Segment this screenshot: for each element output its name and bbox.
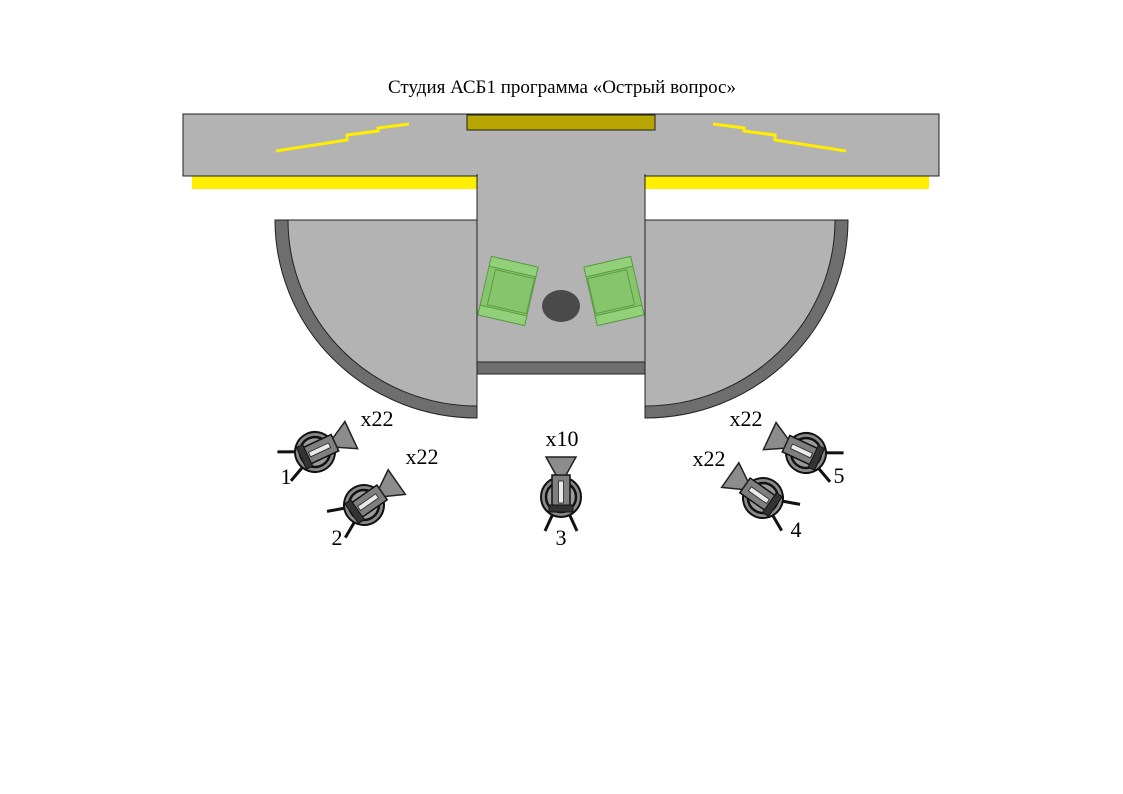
- camera-4-zoom: x22: [693, 446, 726, 471]
- coffee-table: [542, 290, 580, 322]
- camera-5-number: 5: [834, 463, 845, 488]
- podium-left: [287, 219, 478, 407]
- led-strip-left: [192, 176, 477, 189]
- camera-1-zoom: x22: [361, 406, 394, 431]
- video-screen: [466, 114, 656, 131]
- camera-2-number: 2: [332, 525, 343, 550]
- light-line-right: [712, 122, 847, 153]
- camera-3: 3 x10: [539, 426, 583, 550]
- armchair-right: [583, 255, 645, 327]
- diagram-title: Студия АСБ1 программа «Острый вопрос»: [388, 77, 736, 98]
- camera-3-icon: [539, 455, 583, 533]
- center-platform-edge: [476, 361, 646, 375]
- camera-4: 4 x22: [693, 446, 804, 542]
- camera-3-zoom: x10: [546, 426, 579, 451]
- camera-5-zoom: x22: [730, 406, 763, 431]
- podium-right: [644, 219, 836, 407]
- platform-joint: [478, 174, 644, 178]
- camera-2: 2 x22: [323, 444, 439, 550]
- camera-3-number: 3: [556, 525, 567, 550]
- camera-1: 1 x22: [274, 406, 394, 489]
- camera-2-zoom: x22: [406, 444, 439, 469]
- armchair-left: [477, 255, 539, 327]
- camera-1-number: 1: [281, 464, 292, 489]
- camera-4-number: 4: [791, 517, 802, 542]
- camera-5: 5 x22: [730, 406, 847, 488]
- led-strip-right: [645, 176, 929, 189]
- light-line-left: [275, 122, 410, 153]
